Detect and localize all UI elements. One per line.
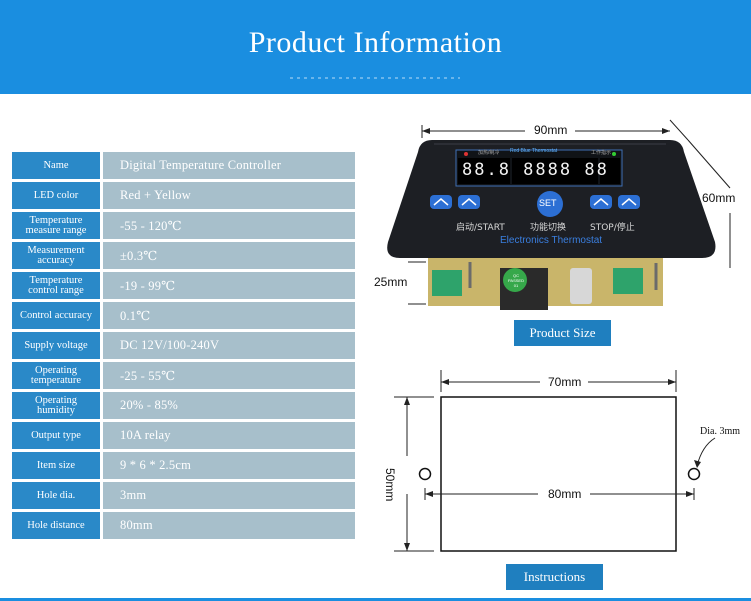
spec-name: Supply voltage (12, 332, 100, 359)
spec-value: 10A relay (103, 422, 355, 449)
product-photo: 90mm 60mm 25mm Red Blue Thermostat 加热/制冷… (370, 118, 751, 318)
spec-row: Temperature control range-19 - 99℃ (12, 272, 355, 299)
spec-name: Hole dia. (12, 482, 100, 509)
spec-name: Operating temperature (12, 362, 100, 389)
height-60-label: 60mm (702, 191, 736, 205)
hole-dia-label: Dia. 3mm (700, 426, 740, 437)
page-title: Product Information (248, 26, 503, 59)
led-display: 88.8 8888 88 (462, 160, 609, 180)
spec-value: 9 * 6 * 2.5cm (103, 452, 355, 479)
header-divider (290, 77, 460, 79)
spec-name: LED color (12, 182, 100, 209)
spec-row: Temperature measure range-55 - 120℃ (12, 212, 355, 239)
mounting-diagram: 70mm 50mm 80mm Dia. 3mm (383, 366, 751, 566)
spec-name: Operating humidity (12, 392, 100, 419)
spec-value: -55 - 120℃ (103, 212, 355, 239)
set-button: SET (539, 198, 557, 208)
spec-value: 20% - 85% (103, 392, 355, 419)
spec-name: Item size (12, 452, 100, 479)
spec-value: DC 12V/100-240V (103, 332, 355, 359)
start-label: 启动/START (456, 223, 505, 233)
spec-row: Operating temperature-25 - 55℃ (12, 362, 355, 389)
product-size-caption: Product Size (514, 320, 611, 346)
spec-name: Name (12, 152, 100, 179)
spec-name: Measurement accuracy (12, 242, 100, 269)
width-90-label: 90mm (534, 123, 568, 137)
switch-label: 功能切换 (530, 223, 567, 233)
spec-value: Digital Temperature Controller (103, 152, 355, 179)
left-led-label: 加热/制冷 (478, 150, 500, 156)
spec-row: Hole dia.3mm (12, 482, 355, 509)
spec-name: Temperature control range (12, 272, 100, 299)
spec-name: Control accuracy (12, 302, 100, 329)
cutout-height-label: 50mm (383, 468, 397, 502)
thermostat-drawing (387, 119, 731, 310)
cutout-drawing (394, 370, 716, 552)
spec-row: Measurement accuracy±0.3℃ (12, 242, 355, 269)
spec-value: 80mm (103, 512, 355, 539)
hole-distance-label: 80mm (548, 487, 582, 501)
right-led-label: 工作指示 (591, 150, 612, 156)
spec-value: -25 - 55℃ (103, 362, 355, 389)
stop-label: STOP/停止 (590, 223, 635, 233)
qc-sticker: QC PASSED 01 (508, 273, 524, 288)
spec-name: Temperature measure range (12, 212, 100, 239)
depth-25-label: 25mm (374, 275, 408, 289)
spec-value: 0.1℃ (103, 302, 355, 329)
spec-value: Red + Yellow (103, 182, 355, 209)
brand-text: Electronics Thermostat (500, 235, 603, 246)
spec-name: Output type (12, 422, 100, 449)
spec-value: 3mm (103, 482, 355, 509)
instructions-caption: Instructions (506, 564, 603, 590)
page-header: Product Information (0, 0, 751, 94)
spec-value: ±0.3℃ (103, 242, 355, 269)
spec-value: -19 - 99℃ (103, 272, 355, 299)
display-header-text: Red Blue Thermostat (510, 148, 558, 154)
cutout-width-label: 70mm (548, 375, 582, 389)
spec-name: Hole distance (12, 512, 100, 539)
bottom-divider (0, 598, 751, 601)
